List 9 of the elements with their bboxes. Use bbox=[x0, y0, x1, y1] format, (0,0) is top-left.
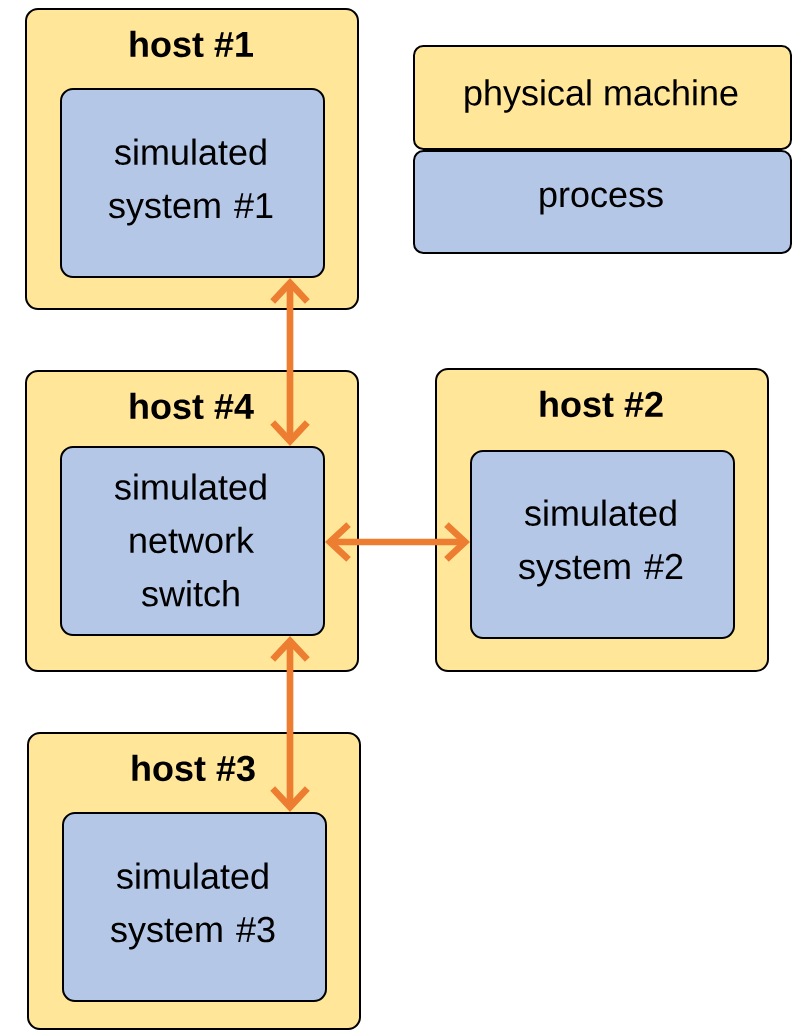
legend-box: physical machine bbox=[413, 45, 792, 150]
process-box: simulated system #2 bbox=[470, 450, 735, 639]
process-box: simulated system #3 bbox=[62, 812, 327, 1002]
arrow bbox=[270, 636, 310, 812]
process-box: simulated system #1 bbox=[60, 88, 325, 278]
arrow bbox=[325, 522, 470, 562]
legend-box: process bbox=[413, 150, 792, 254]
arrow bbox=[270, 278, 310, 446]
process-box: simulated network switch bbox=[60, 446, 325, 636]
